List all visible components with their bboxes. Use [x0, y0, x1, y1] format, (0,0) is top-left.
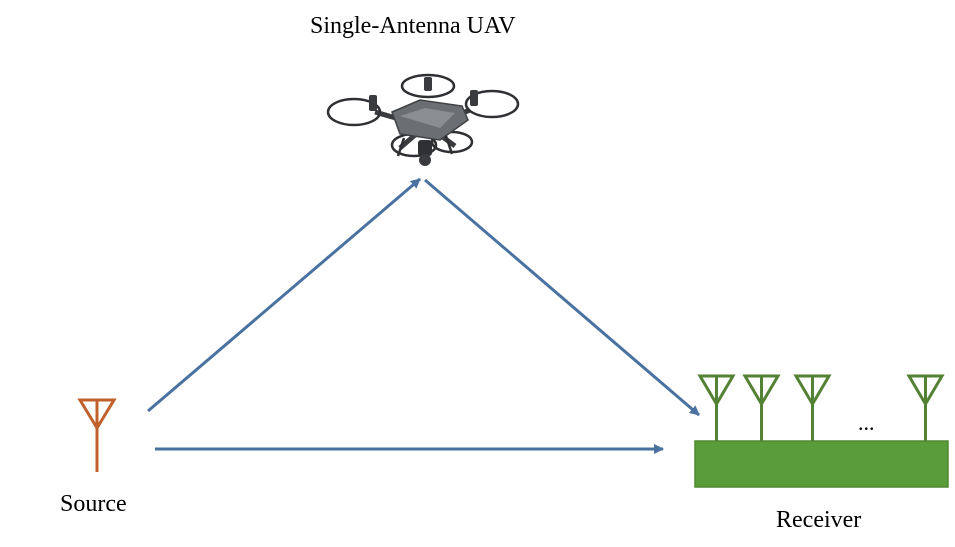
uav-label: Single-Antenna UAV: [310, 13, 516, 39]
receiver-antenna-icon: [793, 374, 832, 441]
receiver-antenna-icon: [906, 374, 945, 441]
receiver-antenna-icon: [697, 374, 736, 441]
receiver-body: [694, 440, 949, 488]
source-antenna-icon: [77, 398, 117, 472]
uav-to-receiver-arrow: [424, 178, 700, 417]
receiver-label: Receiver: [776, 507, 862, 533]
receiver-antenna-icon: [742, 374, 781, 441]
antenna-ellipsis: ...: [858, 410, 875, 435]
drone-icon: [326, 73, 520, 166]
source-label: Source: [60, 491, 127, 517]
source-to-uav-arrow: [147, 177, 421, 413]
